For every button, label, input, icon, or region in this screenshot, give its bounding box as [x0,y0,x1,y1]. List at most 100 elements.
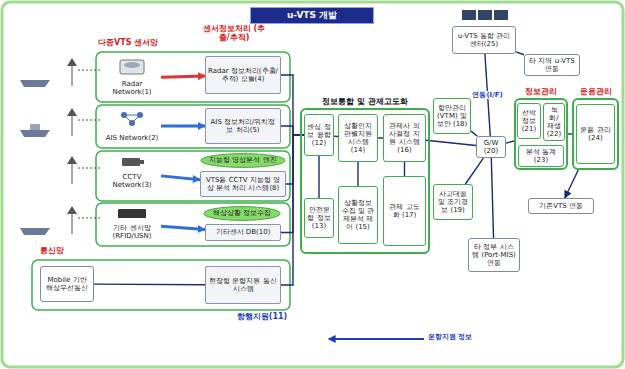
node-label: 안전운항 정보 (13) [307,206,331,230]
connector [471,131,477,136]
camera-lens [140,160,144,164]
title-banner: u-VTS 개발 [250,7,374,24]
process-box: Radar 정보처리(추출/추적) 모듈(4) [205,56,281,94]
sensor-network: Radar Network(1) [103,58,161,98]
node-label: 사고대응 및 조기경보 (19) [436,190,470,214]
node-label: 현장형 운항지원 통신시스템 [208,277,278,293]
network-node [121,112,127,118]
label-box: 항행지원(11) [222,312,302,321]
support-arrow [334,338,424,340]
process-box: 안전운항 정보 (13) [304,198,334,238]
node-label: u-VTS 통합 관리 센터(25) [455,32,513,48]
group-box: 정보통합 및 관제고도화센싱 정보 융합 (12)안전운항 정보 (13)상황인… [300,108,430,254]
node-label: 상황정보 수집 및 관제분석 제어 (15) [341,199,375,231]
network-node [129,120,135,126]
node-label: 관제 고도화 (17) [386,203,423,219]
process-box: G/W (20) [476,136,506,158]
signal-line [78,70,100,71]
node-label: 타 정부 시스템 (Port-MIS) 연동 [471,243,517,267]
process-box: 선박 정보 (21) [517,103,541,139]
connector [565,170,578,198]
label-box: 운항지원 정보 [428,333,508,341]
row-outline [96,52,290,102]
node-label: AIS Network(2) [105,134,159,142]
node-label: 해상상황 정보수집 [205,209,279,217]
process-box: 관제 고도화 (17) [383,176,426,246]
connector [161,125,205,128]
connector [318,156,319,198]
node-label: Radar 정보처리(추출/추적) 모듈(4) [208,67,278,83]
node-label: 기타센서 DB(10) [208,228,278,236]
node-label: 분석 통계(23) [521,148,561,164]
network-node [137,112,143,118]
antenna-top [67,206,77,214]
process-box: AIS 정보처리/위치정보 처리(5) [205,108,281,144]
label-text: 항행지원(11) [222,312,302,321]
node-label: 상황인지 판별지원 시스템 (14) [341,122,375,154]
connector [491,158,493,238]
monitor-icon [462,10,476,20]
row-outline [96,151,290,201]
process-box: 분석 통계(23) [518,145,564,167]
process-box: 관제사 의사결정 지원 시스템 (16) [383,114,426,162]
process-box: 녹화/재생 (22) [543,103,565,141]
group-heading: 정보통합 및 관제고도화 [302,97,428,106]
process-box: 현장형 운항지원 통신시스템 [205,266,281,304]
node-label: 지능형 영상분석 엔진 [202,156,284,164]
node-label: 센싱 정보 융합 (12) [307,123,331,147]
sensor-network: AIS Network(2) [103,108,161,144]
ellipse-shape [204,207,280,221]
connector [161,76,205,77]
node-label: 관제사 의사결정 지원 시스템 (16) [386,122,423,154]
connector [465,158,483,184]
engine-ellipse: 지능형 영상분석 엔진 [200,153,286,168]
process-box: 사고대응 및 조기경보 (19) [433,184,473,220]
antenna-group [72,62,100,234]
sensor-network: 기타 센서망 (RFID/USN) [103,206,161,242]
connector [161,226,205,229]
radar-dish [124,62,140,68]
row-outline [96,203,290,246]
connector [404,162,405,176]
camera-icon [122,158,140,166]
group-box: 운용관리운용 관리(24) [572,98,619,170]
node-label: VTS용 CCTV 지능형 영상 분석 처리 시스템(8) [203,176,283,192]
antenna-top [67,156,77,164]
node-label: G/W (20) [479,139,503,155]
process-box: 운용 관리(24) [576,104,615,164]
ship-icon [20,130,50,137]
group-box: 정보관리선박 정보 (21)녹화/재생 (22)분석 통계(23) [514,98,568,170]
label-box: 센서정보처리 (추출/추적) [198,24,270,42]
engine-ellipse: 해상상황 정보수집 [203,206,281,221]
ship-icon [20,228,50,235]
title-text: u-VTS 개발 [287,10,337,20]
node-label: 타 지역 u-VTS 연동 [527,57,577,73]
ship-cabin [30,124,40,130]
node-label: Radar Network(1) [105,80,159,96]
signal-line [78,168,100,169]
process-box: VTS용 CCTV 지능형 영상 분석 처리 시스템(8) [200,171,286,197]
process-box: 센싱 정보 융합 (12) [304,114,334,156]
label-text: 다중VTS 센서망 [98,38,198,47]
connector [506,141,514,143]
row-outline [32,260,290,310]
process-box: 항만관리 (VTM) 및 보안 (18) [433,98,471,134]
process-box: Mobile 기반 해상무선통신 [40,266,94,302]
connector [516,52,524,55]
ship-icon [20,80,50,87]
node-label: 운용 관리(24) [579,126,612,142]
label-text: 통신망 [40,246,100,255]
sensor-device [118,209,146,218]
monitor-icon [478,10,492,20]
node-label: 기타 센서망 (RFID/USN) [105,224,159,240]
process-box: 기존VTS 연동 [528,198,594,214]
connector [94,283,205,285]
antenna-top [67,58,77,66]
row-outline [96,105,290,148]
edge-label: 연동(I/F) [471,91,503,99]
group-heading: 운용관리 [574,87,617,96]
process-box: u-VTS 통합 관리 센터(25) [452,26,516,54]
label-text: 센서정보처리 (추출/추적) [198,24,270,42]
node-label: 녹화/재생 (22) [546,106,562,138]
